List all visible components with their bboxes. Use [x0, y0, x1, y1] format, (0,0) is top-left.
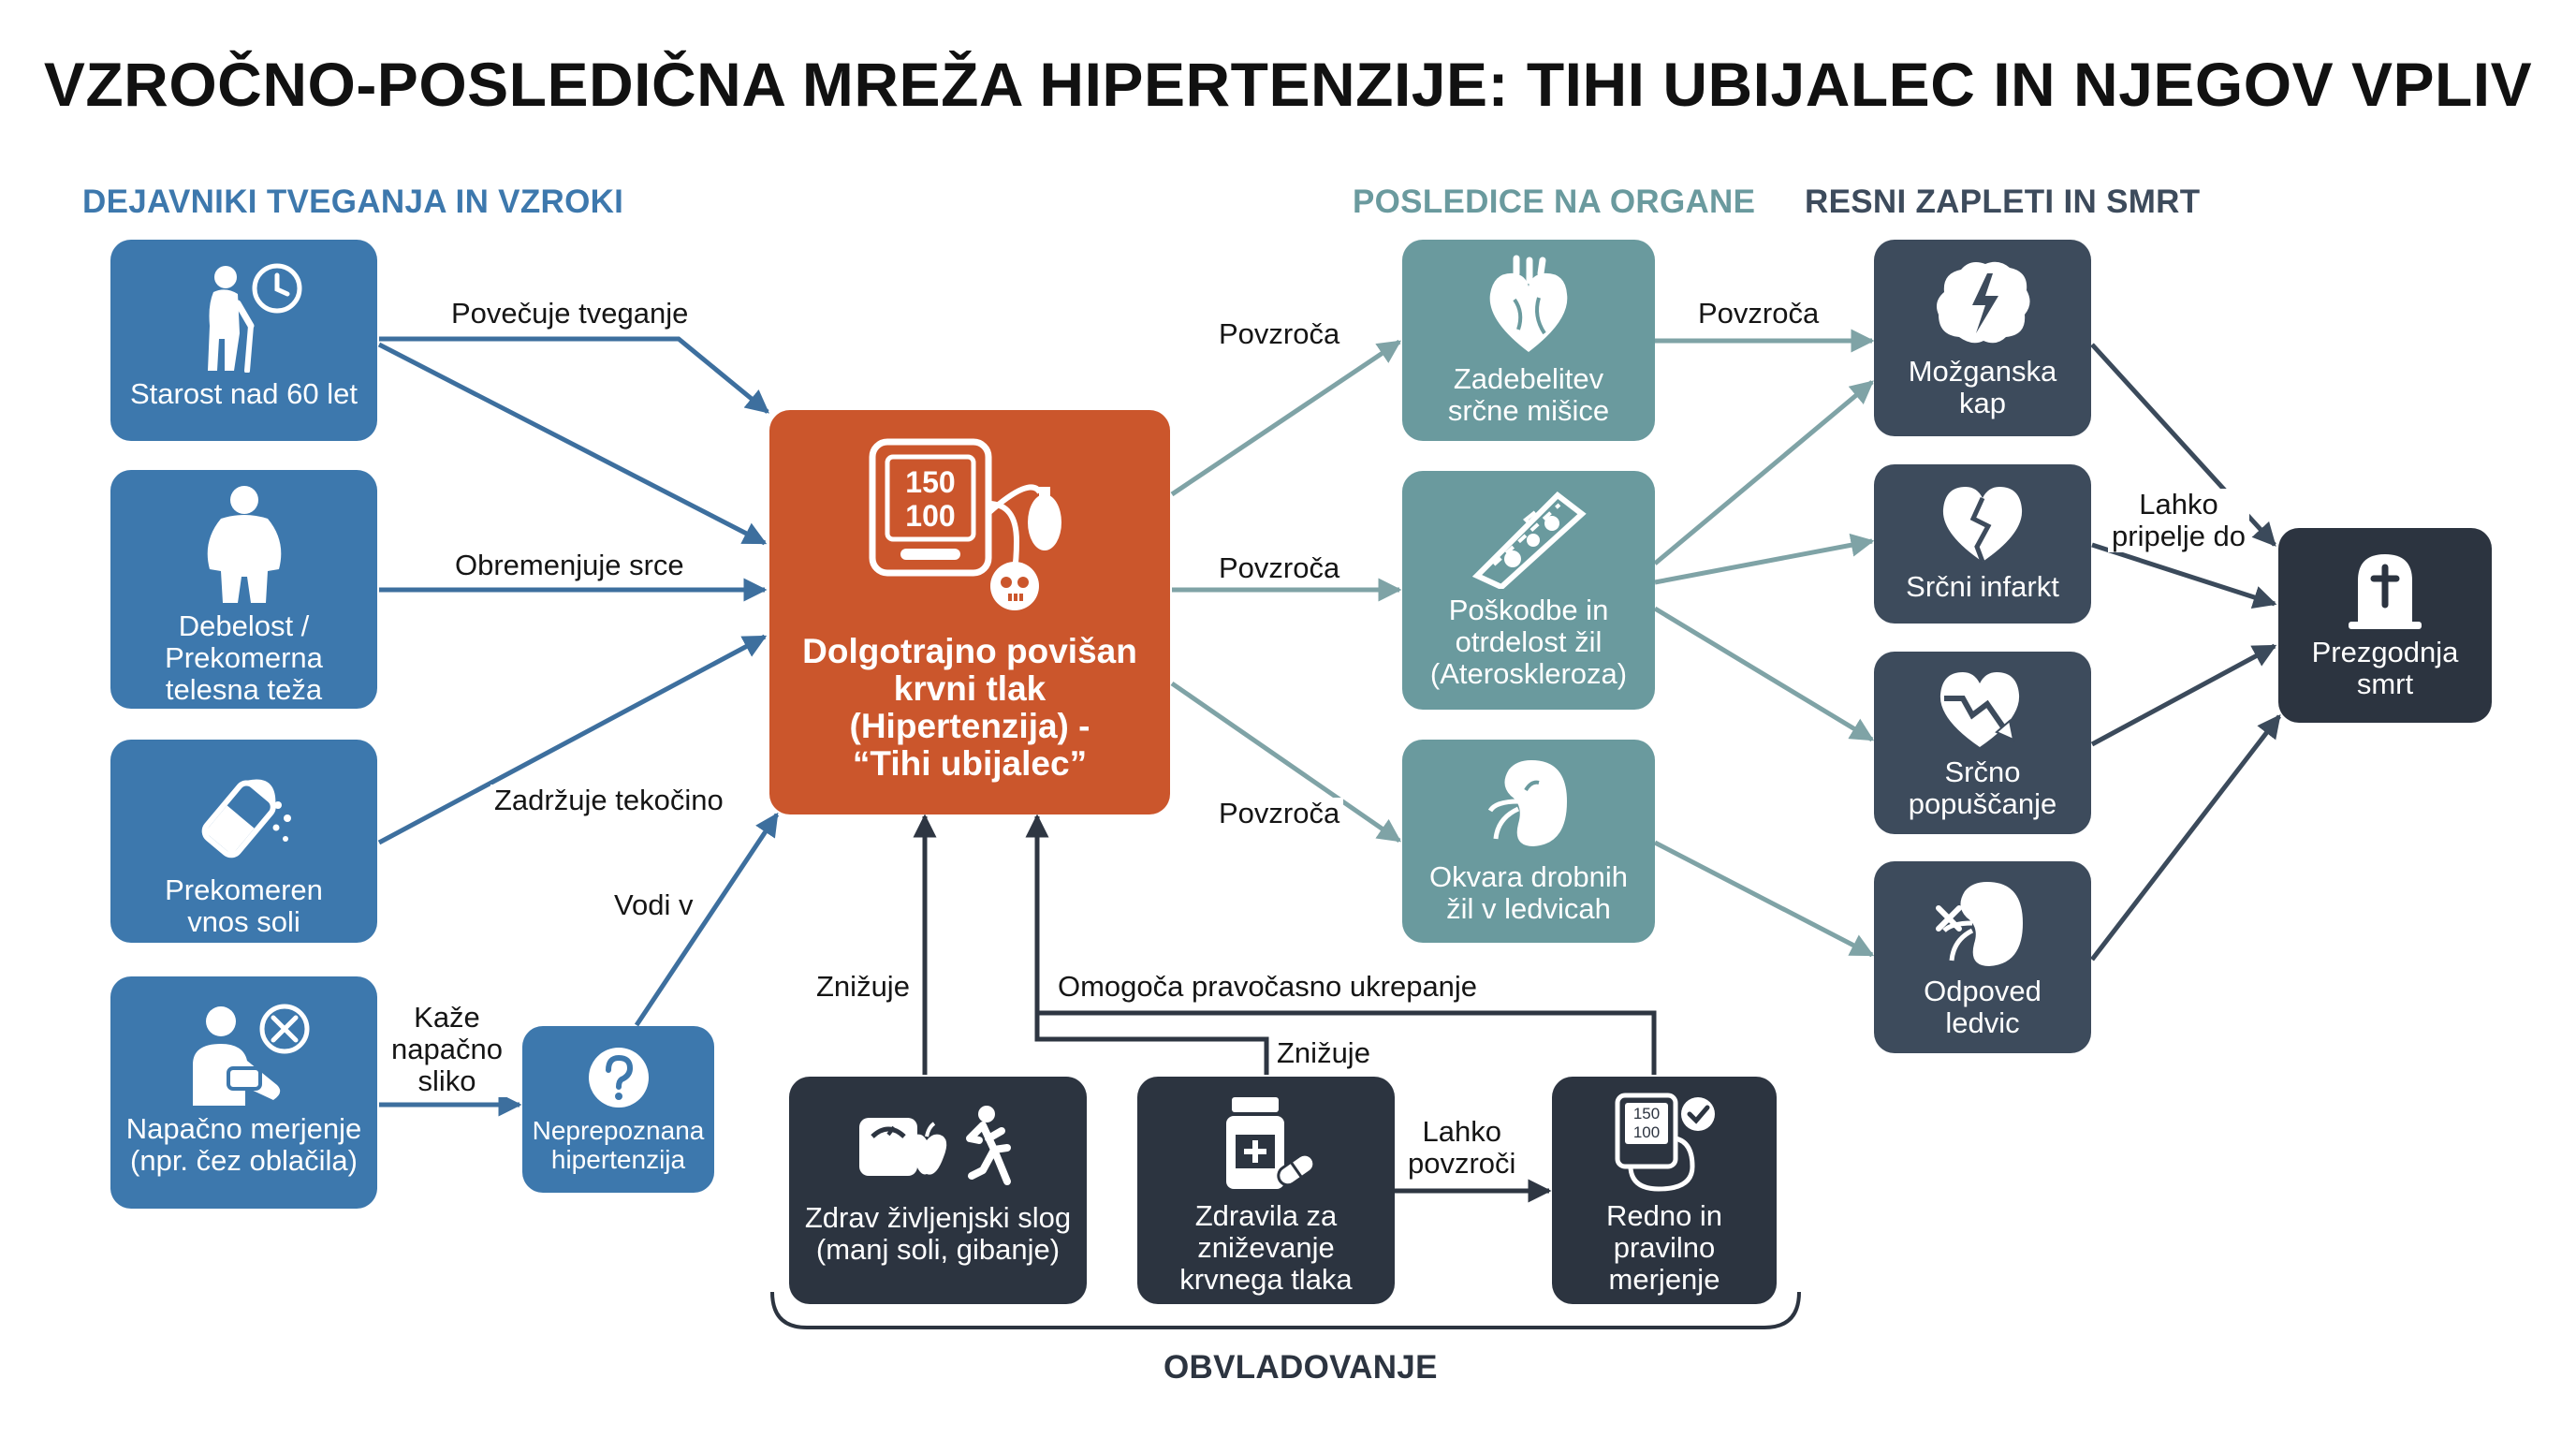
- salt-shaker-icon: [201, 779, 291, 858]
- node-medication: Zdravila za zniževanje krvnega tlaka: [1137, 1077, 1395, 1304]
- overweight-person-icon: [207, 486, 281, 603]
- edge-infarct-death: [2091, 542, 2277, 609]
- node-salt-label: Prekomeren vnos soli: [165, 873, 323, 938]
- node-measurement-label: Redno in pravilno merjenje: [1605, 1199, 1723, 1296]
- brain-lightning-icon: [1937, 261, 2030, 344]
- elderly-person-clock-icon: [207, 263, 301, 373]
- node-wrong-measure: Napačno merjenje (npr. čez oblačila): [110, 976, 377, 1209]
- node-lifestyle: Zdrav življenjski slog (manj soli, giban…: [789, 1077, 1087, 1304]
- edge-kidneyfailure-death: [2090, 714, 2281, 961]
- node-vessels-label: Poškodbe in otrdelost žil (Ateroskleroza…: [1429, 594, 1628, 690]
- damaged-artery-icon: [1471, 492, 1587, 589]
- node-lifestyle-label: Zdrav življenjski slog (manj soli, giban…: [804, 1201, 1072, 1266]
- edge-label-vessels: Povzroča: [1215, 552, 1344, 584]
- edge-vessels-heartfailure: [1653, 606, 1875, 742]
- scale-apple-runner-icon: [859, 1106, 1011, 1185]
- edge-hypertension-kidneyvessels: [1170, 681, 1402, 844]
- pill-bottle-icon: [1225, 1097, 1315, 1189]
- node-heart-failure-label: Srčno popuščanje: [1908, 756, 2057, 820]
- node-stroke: Možganska kap: [1874, 240, 2091, 436]
- node-hypertension: 150 100 Dolgotrajno povišan krvni tlak (…: [769, 410, 1170, 814]
- edge-kidneyvessels-kidneyfailure: [1653, 840, 1875, 958]
- node-measurement: 150 100 Redno in pravilno merjenje: [1552, 1077, 1777, 1304]
- kidney-vessels-icon: [1487, 760, 1567, 846]
- node-stroke-label: Možganska kap: [1908, 355, 2057, 419]
- person-cuff-cross-icon: [192, 1004, 309, 1106]
- edge-label-salt: Zadržuje tekočino: [490, 785, 727, 816]
- node-kidney-vessels: Okvara drobnih žil v ledvicah: [1402, 740, 1655, 943]
- node-hypertension-label: Dolgotrajno povišan krvni tlak (Hiperten…: [802, 632, 1137, 783]
- page-title: VZROČNO-POSLEDIČNA MREŽA HIPERTENZIJE: T…: [43, 50, 2533, 119]
- edge-label-unrecognized: Vodi v: [610, 889, 697, 921]
- edge-label-lifestyle: Znižuje: [812, 971, 914, 1003]
- edge-hypertension-heartmuscle: [1170, 339, 1402, 497]
- monitor-check-icon: 150 100: [1608, 1092, 1720, 1195]
- tombstone-cross-icon: [2349, 554, 2422, 629]
- node-infarct: Srčni infarkt: [1874, 464, 2091, 624]
- question-mark-icon: [588, 1048, 649, 1108]
- node-age-label: Starost nad 60 let: [130, 377, 358, 410]
- edge-medication-hypertension: [1025, 814, 1269, 1075]
- edge-age-hypertension: [377, 342, 768, 546]
- edge-label-to-death: Lahko pripelje do: [2108, 489, 2250, 552]
- node-salt: Prekomeren vnos soli: [110, 740, 377, 943]
- node-unrecognized: Neprepoznana hipertenzija: [522, 1026, 714, 1193]
- section-causes: DEJAVNIKI TVEGANJA IN VZROKI: [82, 183, 624, 220]
- edge-age-hypertension-label: [379, 336, 769, 414]
- edge-vessels-stroke: [1653, 380, 1874, 565]
- broken-heart-icon: [1942, 487, 2023, 563]
- edge-label-obesity: Obremenjuje srce: [451, 550, 688, 581]
- node-vessels: Poškodbe in otrdelost žil (Ateroskleroza…: [1402, 471, 1655, 710]
- node-unrecognized-label: Neprepoznana hipertenzija: [532, 1116, 705, 1174]
- management-bracket: [770, 1291, 1801, 1329]
- node-age: Starost nad 60 let: [110, 240, 377, 441]
- center-monitor-diastolic: 100: [905, 499, 956, 533]
- heart-icon: [1489, 255, 1568, 352]
- node-death: Prezgodnja smrt: [2278, 528, 2492, 723]
- section-complications: RESNI ZAPLETI IN SMRT: [1805, 183, 2201, 220]
- node-obesity: Debelost / Prekomerna telesna teža: [110, 470, 377, 709]
- node-heart-muscle: Zadebelitev srčne mišice: [1402, 240, 1655, 441]
- node-heart-muscle-label: Zadebelitev srčne mišice: [1447, 362, 1610, 427]
- edge-label-heartmuscle: Povzroča: [1215, 318, 1344, 350]
- measure-monitor-systolic: 150: [1632, 1105, 1661, 1123]
- edge-label-kidneyvessels: Povzroča: [1215, 798, 1344, 829]
- edge-label-heart-stroke: Povzroča: [1694, 298, 1823, 330]
- node-medication-label: Zdravila za zniževanje krvnega tlaka: [1179, 1199, 1353, 1296]
- node-kidney-failure-label: Odpoved ledvic: [1924, 975, 2042, 1039]
- edge-heartfailure-death: [2090, 643, 2277, 747]
- node-infarct-label: Srčni infarkt: [1906, 570, 2059, 603]
- heart-down-trend-icon: [1939, 672, 2020, 747]
- edge-label-med-measure: Lahko povzroči: [1404, 1116, 1520, 1180]
- center-monitor-systolic: 150: [905, 465, 956, 499]
- node-obesity-label: Debelost / Prekomerna telesna teža: [165, 609, 323, 706]
- node-wrong-measure-label: Napačno merjenje (npr. čez oblačila): [125, 1112, 362, 1177]
- measure-monitor-diastolic: 100: [1632, 1123, 1661, 1141]
- edge-salt-hypertension: [377, 634, 768, 845]
- edge-unrecognized-hypertension: [634, 812, 780, 1027]
- node-heart-failure: Srčno popuščanje: [1874, 652, 2091, 834]
- edge-label-wrongmeasure: Kaže napačno sliko: [388, 1002, 506, 1097]
- node-kidney-vessels-label: Okvara drobnih žil v ledvicah: [1429, 860, 1628, 925]
- edge-label-medication: Znižuje: [1273, 1037, 1374, 1069]
- blood-pressure-monitor-skull-icon: 150 100: [867, 438, 1073, 616]
- section-management: OBVLADOVANJE: [1164, 1349, 1438, 1386]
- section-organs: POSLEDICE NA ORGANE: [1353, 183, 1756, 220]
- edge-measurement-hypertension: [1037, 1010, 1657, 1075]
- edge-vessels-infarct: [1654, 533, 1875, 585]
- kidney-cross-icon: [1936, 882, 2023, 966]
- edge-label-measurement: Omogoča pravočasno ukrepanje: [1054, 971, 1482, 1003]
- edge-label-age: Povečuje tveganje: [447, 298, 693, 330]
- node-kidney-failure: Odpoved ledvic: [1874, 861, 2091, 1053]
- node-death-label: Prezgodnja smrt: [2311, 636, 2459, 700]
